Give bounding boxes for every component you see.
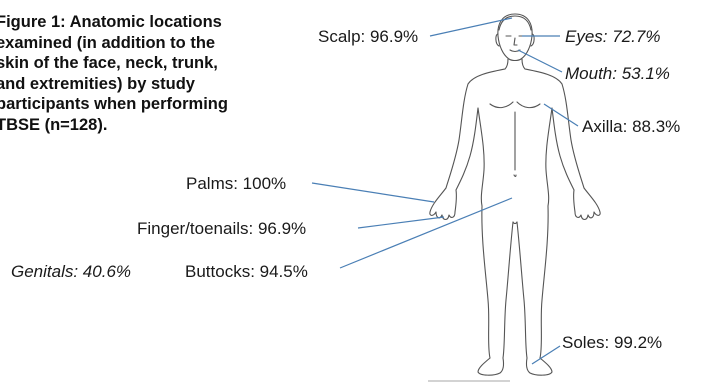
label-palms: Palms: 100%: [186, 174, 286, 194]
label-eyes: Eyes: 72.7%: [565, 27, 660, 47]
leader-nails: [358, 217, 444, 228]
chest-left: [490, 102, 513, 108]
right-leg-outer: [540, 206, 548, 358]
leader-soles: [532, 346, 560, 364]
label-axilla: Axilla: 88.3%: [582, 117, 680, 137]
left-hand: [430, 188, 457, 220]
left-arm-inner: [456, 108, 478, 190]
nose: [514, 38, 517, 45]
navel: [514, 175, 516, 177]
left-foot: [478, 358, 504, 375]
neck-left: [505, 59, 508, 69]
neck-right: [522, 59, 525, 69]
label-buttocks: Buttocks: 94.5%: [185, 262, 308, 282]
leader-buttocks: [340, 198, 512, 268]
left-leg-outer: [482, 206, 490, 358]
label-scalp: Scalp: 96.9%: [318, 27, 418, 47]
left-shoulder: [468, 69, 505, 84]
right-shoulder: [525, 69, 562, 84]
torso-left: [478, 108, 484, 206]
right-foot: [526, 358, 552, 375]
right-hand: [574, 188, 601, 220]
right-leg-inner: [517, 222, 527, 358]
leader-lines: [312, 18, 578, 364]
chest-right: [517, 102, 540, 108]
leader-palms: [312, 183, 434, 202]
label-nails: Finger/toenails: 96.9%: [137, 219, 306, 239]
leader-axilla: [544, 104, 578, 126]
left-leg-inner: [503, 222, 513, 358]
right-arm-inner: [552, 108, 574, 190]
label-genitals: Genitals: 40.6%: [11, 262, 131, 282]
torso-right: [546, 108, 552, 206]
crotch: [513, 222, 517, 224]
label-mouth: Mouth: 53.1%: [565, 64, 670, 84]
label-soles: Soles: 99.2%: [562, 333, 662, 353]
